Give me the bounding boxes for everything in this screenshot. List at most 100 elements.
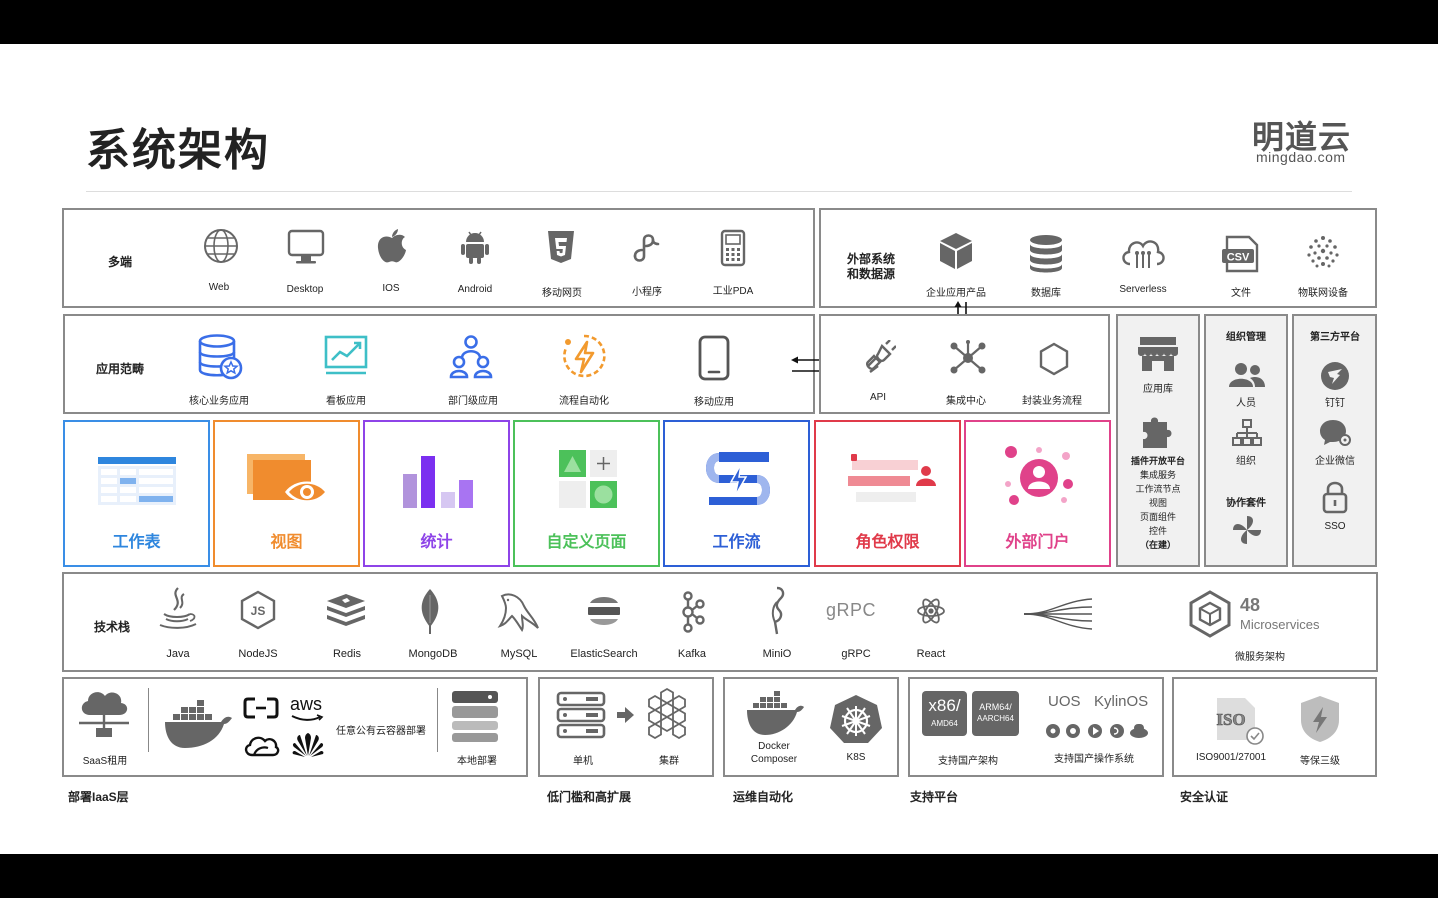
react-atom-icon xyxy=(917,598,945,624)
endpoint-pda: 工业PDA xyxy=(712,286,754,297)
tech-stack-label: 技术栈 xyxy=(94,620,131,634)
endpoint-android: Android xyxy=(457,284,493,295)
minio-flamingo-icon xyxy=(771,586,785,635)
single-server-icon xyxy=(556,691,606,739)
aliyun-icon xyxy=(243,697,279,719)
footer-ops: 运维自动化 xyxy=(733,790,794,804)
third-party-sso: SSO xyxy=(1324,521,1346,532)
aws-logo: aws xyxy=(290,694,323,714)
shield-icon xyxy=(1301,696,1339,742)
endpoint-miniprogram: 小程序 xyxy=(632,287,662,298)
module-statistics: 统计 xyxy=(363,420,510,567)
miniprogram-icon xyxy=(633,234,660,262)
portal-user-icon xyxy=(1005,446,1073,505)
kanban-chart-icon xyxy=(324,335,368,375)
worksheet-table-icon xyxy=(98,457,176,505)
docker-whale-icon xyxy=(165,700,232,748)
external-label: 外部系统和数据源 xyxy=(847,252,896,281)
module-custom-page-label: 自定义页面 xyxy=(546,534,627,551)
footer-platform: 支持平台 xyxy=(910,790,959,804)
microservices-label: 微服务架构 xyxy=(1235,652,1285,663)
tech-java: Java xyxy=(166,648,190,660)
org-title: 组织管理 xyxy=(1226,332,1266,343)
page-title: 系统架构 xyxy=(86,126,270,175)
tech-mongodb: MongoDB xyxy=(408,648,458,660)
platform-arch-label: 支持国产架构 xyxy=(938,756,998,767)
tech-minio: MiniO xyxy=(762,648,792,660)
deploy-single: 单机 xyxy=(573,756,593,767)
plugin-platform: 插件开放平台 集成服务 工作流节点 视图 页面组件 控件 （在建） xyxy=(1130,456,1185,550)
android-icon xyxy=(461,231,489,264)
view-eye-icon xyxy=(247,454,329,503)
pinwheel-icon xyxy=(1233,516,1261,544)
third-party-dingtalk: 钉钉 xyxy=(1325,398,1345,409)
divider xyxy=(148,688,149,752)
uos-label: UOS xyxy=(1048,693,1081,710)
elasticsearch-icon xyxy=(588,597,620,625)
deploy-cluster: 集群 xyxy=(659,756,679,767)
security-panel xyxy=(1172,677,1377,777)
divider xyxy=(437,688,438,752)
wecom-icon xyxy=(1320,420,1351,446)
tech-nodejs: NodeJS xyxy=(238,648,278,660)
app-kanban: 看板应用 xyxy=(326,396,366,407)
pda-icon xyxy=(720,229,746,267)
microservices-hex-icon xyxy=(1189,590,1231,638)
external-file: 文件 xyxy=(1231,288,1251,299)
footer-security: 安全认证 xyxy=(1180,790,1229,804)
slide: 系统架构 明道云 mingdao.com 多端 xyxy=(0,44,1438,854)
deploy-saas: SaaS租用 xyxy=(82,756,128,767)
api-plug-icon xyxy=(866,340,896,373)
platform-os-label: 支持国产操作系统 xyxy=(1054,754,1134,765)
collab-suite-title: 协作套件 xyxy=(1226,498,1266,509)
title-divider xyxy=(86,191,1352,192)
third-party-wecom: 企业微信 xyxy=(1315,456,1355,467)
tech-grpc: gRPC xyxy=(841,648,871,660)
csv-file-icon: CSV xyxy=(1222,235,1259,273)
tech-mysql: MySQL xyxy=(500,648,538,660)
tech-elasticsearch: ElasticSearch xyxy=(570,648,638,660)
endpoint-web: Web xyxy=(208,282,230,293)
endpoints-label: 多端 xyxy=(108,255,133,269)
app-department: 部门级应用 xyxy=(448,396,498,407)
desktop-icon xyxy=(287,229,325,264)
third-party-title: 第三方平台 xyxy=(1310,332,1360,343)
brand-logo: 明道云 xyxy=(1252,119,1352,155)
kafka-icon xyxy=(682,591,705,633)
hexagon-process-icon xyxy=(1039,342,1069,376)
microservices-count: 48 xyxy=(1240,595,1261,615)
grpc-logo: gRPC xyxy=(826,600,877,620)
external-database: 数据库 xyxy=(1031,288,1061,299)
os-logos-icon xyxy=(1046,724,1148,738)
integration-process: 封装业务流程 xyxy=(1022,396,1082,407)
database-icon xyxy=(1030,235,1062,273)
mobile-app-icon xyxy=(698,335,730,381)
app-library-title: 应用库 xyxy=(1143,384,1173,395)
tech-redis: Redis xyxy=(332,648,362,660)
app-core-business: 核心业务应用 xyxy=(189,396,249,407)
lock-icon xyxy=(1322,481,1348,514)
brand-url: mingdao.com xyxy=(1256,149,1346,165)
server-rack-icon xyxy=(452,691,498,742)
cluster-hex-icon xyxy=(648,687,686,739)
module-view: 视图 xyxy=(213,420,360,567)
statistics-bars-icon xyxy=(403,456,473,508)
iso-cert-icon: ISO xyxy=(1216,698,1264,745)
endpoint-mobile-web: 移动网页 xyxy=(542,288,582,299)
integration-hub-icon xyxy=(950,340,986,374)
external-iot: 物联网设备 xyxy=(1298,288,1348,299)
org-units: 组织 xyxy=(1236,456,1256,467)
tencent-cloud-icon xyxy=(244,736,280,757)
module-permissions: 角色权限 xyxy=(814,420,961,567)
store-icon xyxy=(1138,337,1178,371)
arrow-right-icon xyxy=(617,707,634,723)
module-workflow: 工作流 xyxy=(663,420,810,567)
tech-stack-panel: 技术栈 xyxy=(62,572,1378,672)
java-icon xyxy=(159,587,197,629)
security-level3: 等保三级 xyxy=(1300,756,1340,767)
endpoint-ios: IOS xyxy=(382,283,400,294)
deploy-local: 本地部署 xyxy=(457,756,497,767)
role-permission-icon xyxy=(848,454,936,502)
external-serverless: Serverless xyxy=(1119,284,1167,295)
